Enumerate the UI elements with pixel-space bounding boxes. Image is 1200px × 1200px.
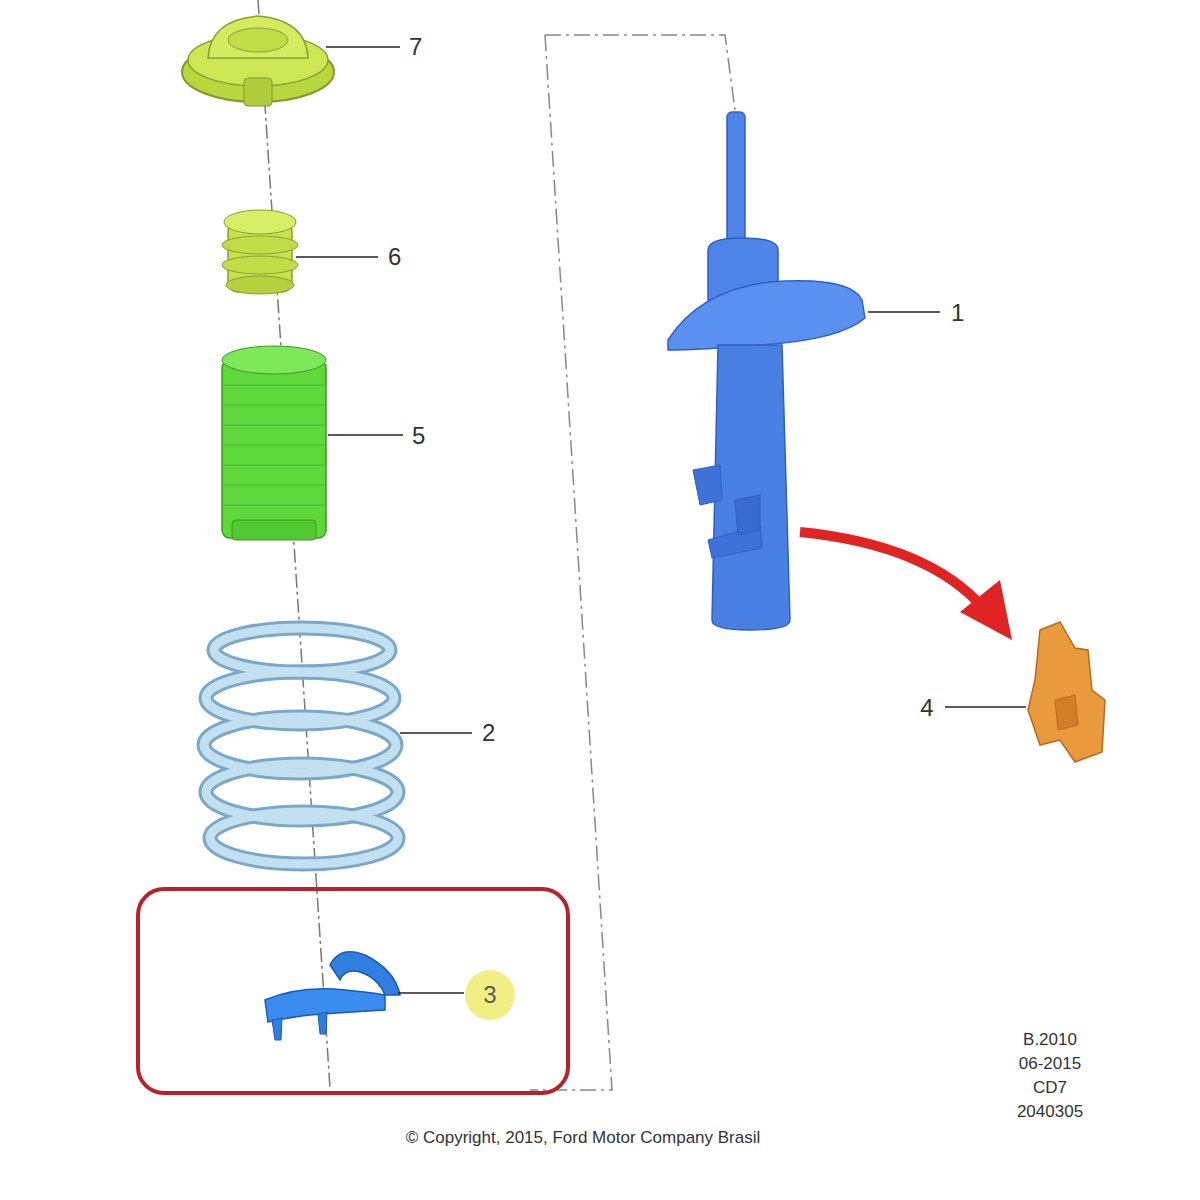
callout-number: 4 <box>920 695 933 721</box>
leader-line <box>328 434 403 436</box>
callout-number: 2 <box>482 720 495 746</box>
bump-stop <box>222 210 298 294</box>
callout-number: 1 <box>951 300 964 326</box>
coil-spring <box>204 628 398 864</box>
note-text: CD7 <box>1033 1079 1067 1098</box>
callout-number: 5 <box>412 423 425 449</box>
callout-number: 6 <box>388 244 401 270</box>
note-text: © Copyright, 2015, Ford Motor Company Br… <box>406 1129 761 1148</box>
red-arrow <box>800 532 1012 640</box>
leader-line <box>400 732 472 734</box>
bracket-line <box>530 35 735 1090</box>
leader-line <box>945 706 1026 708</box>
shock-strut <box>668 112 865 630</box>
callout-number: 7 <box>409 34 422 60</box>
top-mount <box>182 16 334 106</box>
note-text: B.2010 <box>1023 1031 1077 1050</box>
leader-line <box>398 992 464 994</box>
axis-line <box>258 0 330 1088</box>
leader-line <box>868 311 940 313</box>
callout-circle: 3 <box>465 970 515 1020</box>
highlight-box <box>138 889 568 1093</box>
note-text: 2040305 <box>1017 1103 1083 1122</box>
callout-number: 3 <box>483 983 496 1007</box>
leader-line <box>296 256 378 258</box>
dust-boot <box>222 346 326 540</box>
bracket-part <box>1028 622 1105 762</box>
spring-seat <box>265 952 400 1040</box>
leader-line <box>326 46 400 48</box>
note-text: 06-2015 <box>1019 1055 1081 1074</box>
